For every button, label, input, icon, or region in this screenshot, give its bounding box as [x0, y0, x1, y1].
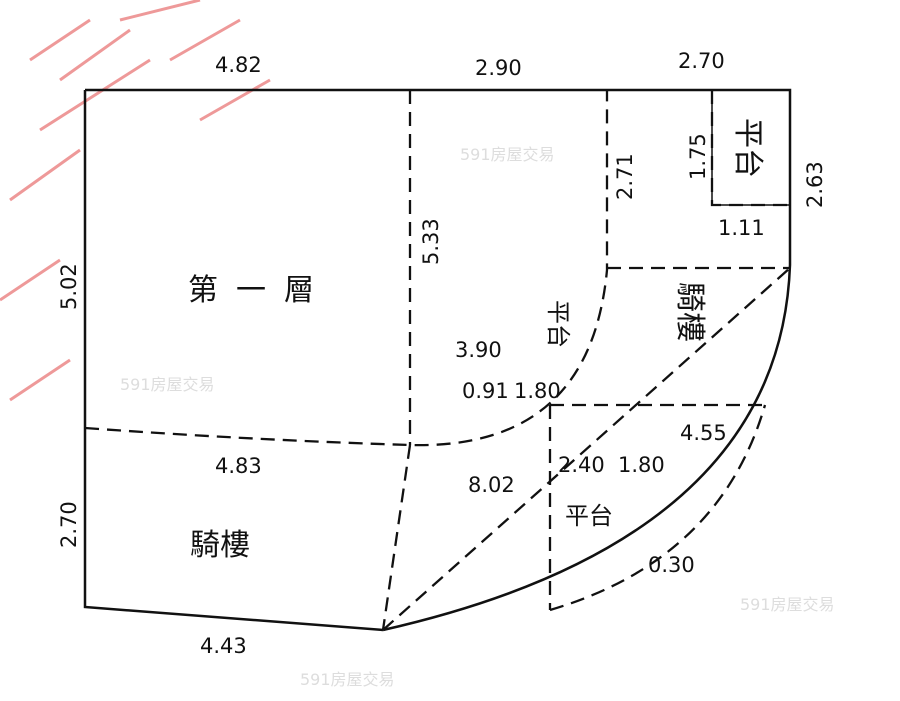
dim-mid-vertical: 2.71 — [613, 153, 637, 200]
room-labels: 第一層 騎樓 騎樓 平台 平台 平台 — [188, 118, 765, 563]
dim-bottom: 4.43 — [200, 634, 247, 658]
dim-top-right: 2.70 — [678, 49, 725, 73]
dim-upper-platform-b: 1.80 — [514, 379, 561, 403]
dim-platform-width: 1.11 — [718, 216, 765, 240]
watermark: 591房屋交易 — [120, 375, 215, 394]
dim-upper-arc: 3.90 — [455, 338, 502, 362]
label-first-floor: 第一層 — [188, 273, 332, 308]
dim-lower-extra: 0.30 — [648, 553, 695, 577]
dim-top-left: 4.82 — [215, 53, 262, 77]
watermark: 591房屋交易 — [460, 145, 555, 164]
label-arcade-right: 騎樓 — [672, 282, 707, 342]
dim-lower-platform-b: 1.80 — [618, 453, 665, 477]
dashed-lines — [84, 90, 791, 631]
outer-wall — [83, 88, 792, 632]
dim-diagonal: 8.02 — [468, 473, 515, 497]
watermark: 591房屋交易 — [300, 670, 395, 689]
dim-mid-horizontal: 4.83 — [215, 454, 262, 478]
label-platform-top: 平台 — [730, 118, 765, 178]
dim-upper-platform-a: 0.91 — [462, 379, 509, 403]
dim-left-lower: 2.70 — [57, 501, 81, 548]
watermark: 591房屋交易 — [740, 595, 835, 614]
label-platform-upper: 平台 — [544, 300, 572, 348]
dim-lower-platform-a: 2.40 — [558, 453, 605, 477]
watermarks: 591房屋交易 591房屋交易 591房屋交易 591房屋交易 — [120, 145, 835, 689]
label-platform-lower: 平台 — [565, 502, 613, 530]
dim-top-mid: 2.90 — [475, 56, 522, 80]
curved-wall — [382, 264, 792, 632]
dimension-labels: 4.82 2.90 2.70 1.75 1.11 2.63 2.71 5.33 … — [57, 49, 827, 658]
dim-left-upper: 5.02 — [57, 263, 81, 310]
stamp-mark — [0, 0, 271, 402]
dim-platform-height: 1.75 — [686, 133, 710, 180]
dim-center-vertical: 5.33 — [419, 218, 443, 265]
label-arcade-left: 騎樓 — [190, 528, 250, 563]
dim-right-wall: 2.63 — [803, 161, 827, 208]
dim-lower-arc: 4.55 — [680, 421, 727, 445]
